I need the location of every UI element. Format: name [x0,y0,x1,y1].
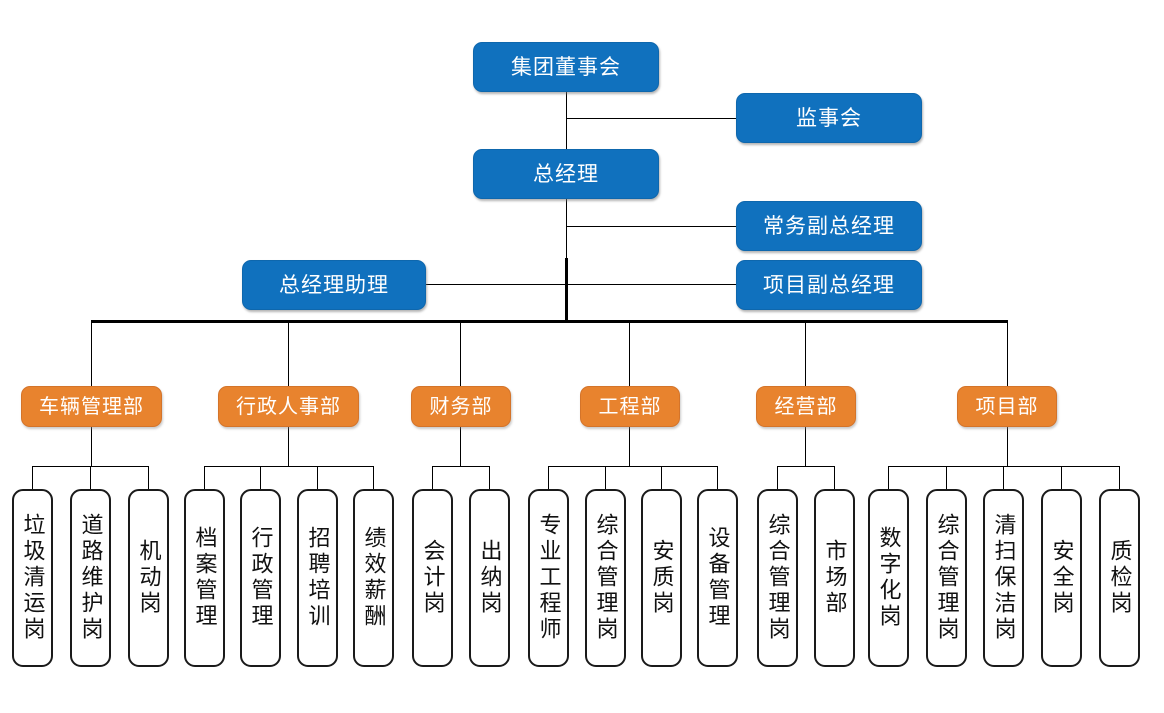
connector-leaf-drop-13 [717,466,718,490]
leaf-label: 垃圾清运岗 [20,513,46,643]
leaf-label: 安质岗 [649,539,675,617]
leaf-position-garbage-transport[interactable]: 垃圾清运岗 [12,489,53,667]
connector-leaf-drop-19 [1061,466,1062,490]
connector-leaf-drop-10 [548,466,549,490]
leaf-position-performance-compensation[interactable]: 绩效薪酬 [353,489,394,667]
connector-dept-6-down [1007,426,1008,466]
connector-leaf-drop-12 [661,466,662,490]
leaf-position-marketing[interactable]: 市场部 [814,489,855,667]
node-gm-assistant[interactable]: 总经理助理 [242,260,426,310]
connector-leaf-drop-11 [605,466,606,490]
connector-leaf-drop-9 [489,466,490,490]
leaf-position-recruitment-training[interactable]: 招聘培训 [297,489,338,667]
sub-bus-dept-5 [777,466,834,467]
connector-dept-2-down [288,426,289,466]
node-department-project[interactable]: 项目部 [957,386,1057,427]
connector-leaf-drop-7 [373,466,374,490]
leaf-label: 清扫保洁岗 [991,513,1017,643]
connector-board-down [566,92,567,155]
connector-bus-to-dept-6 [1007,320,1008,386]
leaf-position-operations-general-management[interactable]: 综合管理岗 [757,489,798,667]
connector-leaf-drop-16 [888,466,889,490]
connector-to-supervisory [566,118,736,119]
sub-bus-dept-4 [548,466,717,467]
leaf-position-cashier[interactable]: 出纳岗 [469,489,510,667]
leaf-position-project-general-management[interactable]: 综合管理岗 [926,489,967,667]
leaf-label: 质检岗 [1107,539,1133,617]
leaf-position-mobile-duty[interactable]: 机动岗 [128,489,169,667]
node-general-manager[interactable]: 总经理 [473,149,659,199]
connector-to-exec-deputy [566,226,736,227]
connector-leaf-drop-14 [777,466,778,490]
connector-bus-to-dept-5 [805,320,806,386]
node-department-vehicle-management[interactable]: 车辆管理部 [21,386,162,427]
leaf-label: 绩效薪酬 [361,526,387,630]
leaf-position-safety-quality[interactable]: 安质岗 [641,489,682,667]
node-board-of-directors[interactable]: 集团董事会 [473,42,659,92]
leaf-position-engineering-general-management[interactable]: 综合管理岗 [585,489,626,667]
leaf-label: 数字化岗 [876,526,902,630]
connector-bus-to-dept-2 [288,320,289,386]
leaf-position-equipment-management[interactable]: 设备管理 [697,489,738,667]
connector-dept-5-down [805,426,806,466]
leaf-label: 会计岗 [420,539,446,617]
leaf-position-accounting[interactable]: 会计岗 [412,489,453,667]
connector-leaf-drop-2 [90,466,91,490]
connector-to-project-deputy [566,284,736,285]
node-department-engineering[interactable]: 工程部 [580,386,680,427]
node-department-operations[interactable]: 经营部 [756,386,856,427]
connector-gm-down-upper [566,198,567,260]
leaf-label: 机动岗 [136,539,162,617]
department-bus [91,320,1008,323]
connector-leaf-drop-3 [148,466,149,490]
connector-leaf-drop-1 [32,466,33,490]
connector-dept-4-down [629,426,630,466]
leaf-label: 档案管理 [192,526,218,630]
leaf-label: 出纳岗 [477,539,503,617]
leaf-position-professional-engineer[interactable]: 专业工程师 [528,489,569,667]
leaf-label: 安全岗 [1049,539,1075,617]
leaf-label: 市场部 [822,539,848,617]
connector-leaf-drop-18 [1003,466,1004,490]
connector-bus-to-dept-1 [91,320,92,386]
node-department-finance[interactable]: 财务部 [411,386,511,427]
sub-bus-dept-2 [204,466,373,467]
connector-gm-down-lower [565,258,568,322]
leaf-label: 综合管理岗 [593,513,619,643]
connector-bus-to-dept-4 [629,320,630,386]
leaf-position-safety[interactable]: 安全岗 [1041,489,1082,667]
connector-leaf-drop-17 [946,466,947,490]
connector-bus-to-dept-3 [460,320,461,386]
leaf-label: 行政管理 [248,526,274,630]
connector-dept-3-down [460,426,461,466]
node-executive-deputy-gm[interactable]: 常务副总经理 [736,201,922,251]
sub-bus-dept-3 [432,466,489,467]
leaf-label: 设备管理 [705,526,731,630]
connector-to-gm-assistant [425,284,567,285]
leaf-label: 专业工程师 [536,513,562,643]
leaf-position-administrative-management[interactable]: 行政管理 [240,489,281,667]
connector-leaf-drop-5 [260,466,261,490]
connector-leaf-drop-20 [1119,466,1120,490]
leaf-label: 道路维护岗 [78,513,104,643]
node-supervisory-board[interactable]: 监事会 [736,93,922,143]
node-project-deputy-gm[interactable]: 项目副总经理 [736,260,922,310]
connector-leaf-drop-8 [432,466,433,490]
leaf-position-quality-inspection[interactable]: 质检岗 [1099,489,1140,667]
node-department-admin-hr[interactable]: 行政人事部 [218,386,359,427]
leaf-label: 综合管理岗 [934,513,960,643]
leaf-position-road-maintenance[interactable]: 道路维护岗 [70,489,111,667]
leaf-position-cleaning-sanitation[interactable]: 清扫保洁岗 [983,489,1024,667]
leaf-position-digitalization[interactable]: 数字化岗 [868,489,909,667]
leaf-label: 综合管理岗 [765,513,791,643]
leaf-position-archive-management[interactable]: 档案管理 [184,489,225,667]
connector-leaf-drop-15 [834,466,835,490]
connector-leaf-drop-4 [204,466,205,490]
leaf-label: 招聘培训 [305,526,331,630]
connector-leaf-drop-6 [317,466,318,490]
connector-dept-1-down [91,426,92,466]
